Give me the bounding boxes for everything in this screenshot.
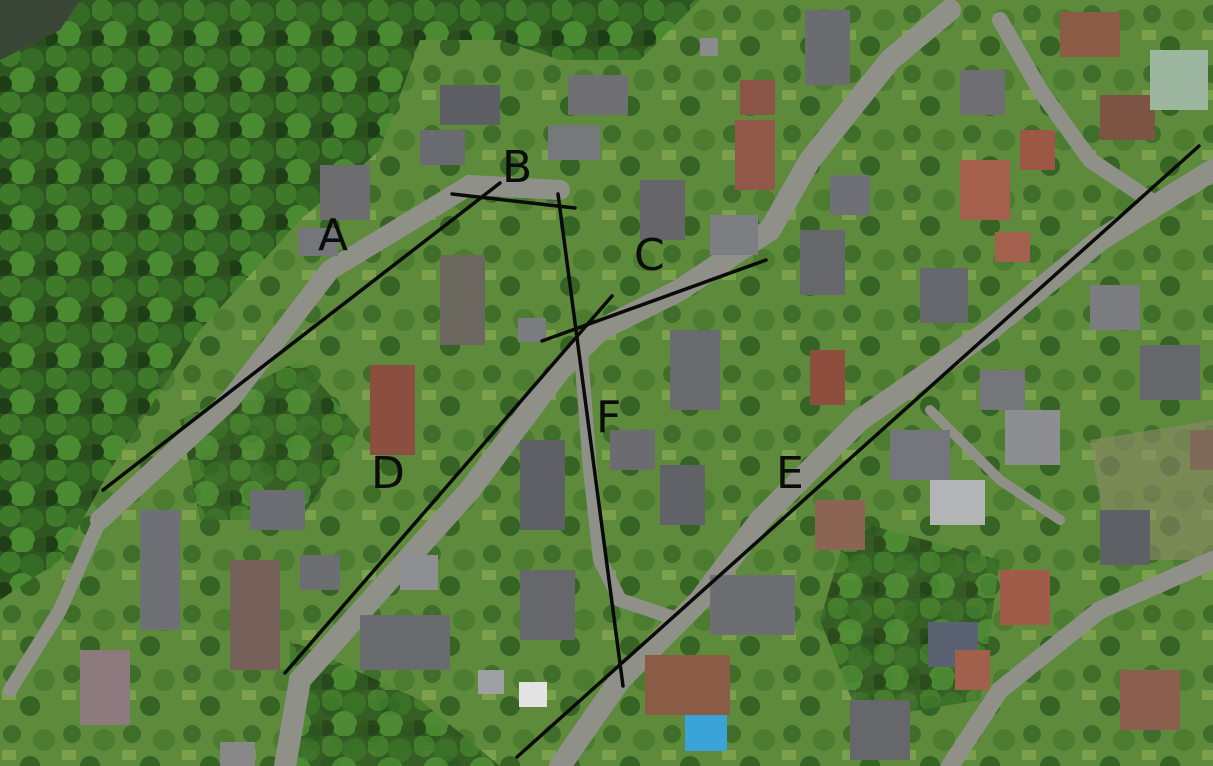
label-f: F xyxy=(596,392,621,443)
label-c: C xyxy=(634,230,665,281)
buildings xyxy=(80,10,1213,766)
line-b xyxy=(450,192,577,210)
line-d xyxy=(283,294,614,675)
line-c xyxy=(540,258,768,343)
line-a xyxy=(101,181,502,492)
roads xyxy=(3,0,1213,766)
label-d: D xyxy=(371,448,405,499)
line-labels: A B C D E F xyxy=(318,142,804,499)
line-e xyxy=(515,144,1201,759)
label-b: B xyxy=(502,142,532,193)
label-e: E xyxy=(776,448,804,499)
line-f xyxy=(556,192,625,688)
river xyxy=(0,0,80,60)
label-a: A xyxy=(318,210,348,261)
survey-lines xyxy=(101,144,1201,759)
